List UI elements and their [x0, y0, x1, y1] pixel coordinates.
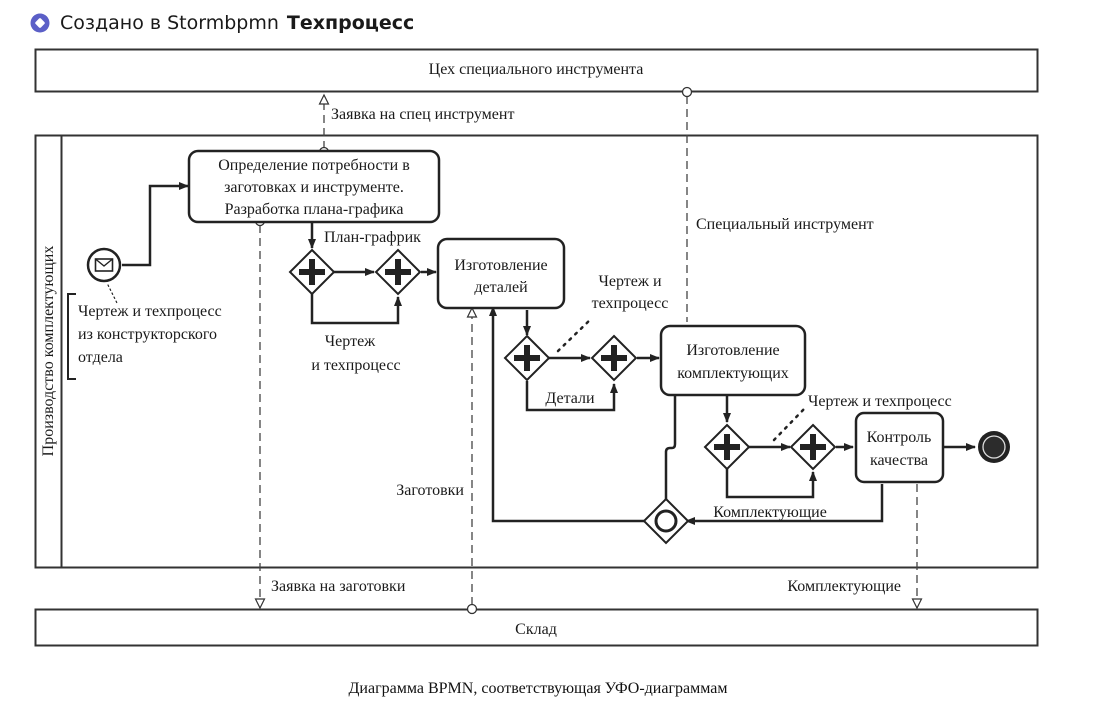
- task-plan-definition[interactable]: Определение потребности в заготовках и и…: [187, 149, 441, 224]
- pool-label-main: Производство комплектующих: [40, 246, 57, 457]
- pool-label-top: Цех специального инструмента: [429, 61, 644, 78]
- plus-icon: [800, 434, 826, 460]
- task-plan-line-3: Разработка плана-графика: [225, 201, 404, 218]
- associations: [107, 284, 807, 442]
- circle-icon: [654, 509, 678, 533]
- task-details-manufacturing[interactable]: Изготовление деталей: [436, 237, 566, 310]
- label-special-tool: Специальный инструмент: [696, 216, 874, 233]
- brand-text: Создано в Stormbpmn: [60, 12, 279, 34]
- plus-icon: [514, 345, 540, 371]
- annotation-line-1: Чертеж и техпроцесс: [78, 303, 222, 320]
- end-event[interactable]: [978, 431, 1010, 463]
- label-details: Детали: [545, 390, 595, 407]
- label-components-flow: Комплектующие: [713, 504, 827, 521]
- task-components-manufacturing[interactable]: Изготовление комплектующих: [659, 324, 807, 397]
- plus-icon: [601, 345, 627, 371]
- stormbpmn-logo-icon: [30, 13, 50, 33]
- task-quality-line-2: качества: [870, 452, 928, 469]
- pool-special-tool-shop[interactable]: Цех специального инструмента: [34, 48, 1039, 93]
- parallel-gateway[interactable]: [288, 248, 336, 296]
- flow-labels: План-графрик Чертеж и техпроцесс Чертеж …: [271, 106, 952, 595]
- label-drawing-1b: и техпроцесс: [311, 357, 400, 374]
- parallel-gateway[interactable]: [503, 334, 551, 382]
- label-drawing-2b: техпроцесс: [592, 295, 669, 312]
- label-plan-schedule: План-графрик: [324, 229, 421, 246]
- pool-warehouse[interactable]: Склад: [34, 608, 1039, 647]
- plus-icon: [299, 259, 325, 285]
- plus-icon: [714, 434, 740, 460]
- parallel-gateways: [288, 248, 837, 471]
- task-plan-line-2: заготовках и инструменте.: [224, 179, 404, 196]
- page-title[interactable]: Техпроцесс: [286, 12, 415, 34]
- task-components-line-1: Изготовление: [686, 342, 779, 359]
- label-drawing-2a: Чертеж и: [599, 273, 662, 290]
- sequence-flows: [122, 182, 976, 525]
- task-details-line-2: деталей: [474, 279, 528, 296]
- start-message-event[interactable]: [86, 247, 122, 283]
- task-quality-control[interactable]: Контроль качества: [854, 411, 945, 484]
- task-quality-line-1: Контроль: [867, 429, 932, 446]
- label-drawing-3: Чертеж и техпроцесс: [808, 393, 952, 410]
- parallel-gateway[interactable]: [374, 248, 422, 296]
- label-components-to-warehouse: Комплектующие: [787, 578, 901, 595]
- inclusive-gateway[interactable]: [642, 497, 690, 545]
- task-plan-line-1: Определение потребности в: [218, 157, 410, 174]
- annotation-line-2: из конструкторского: [78, 326, 217, 343]
- label-request-special-tool: Заявка на спец инструмент: [331, 106, 514, 123]
- label-blanks: Заготовки: [396, 482, 464, 499]
- task-details-line-1: Изготовление: [454, 257, 547, 274]
- figure-caption: Диаграмма BPMN, соответствующая УФО-диаг…: [348, 680, 728, 697]
- message-flows: [254, 93, 923, 610]
- header: Создано в Stormbpmn Техпроцесс: [30, 10, 414, 36]
- task-components-line-2: комплектующих: [677, 365, 789, 382]
- parallel-gateway[interactable]: [590, 334, 638, 382]
- parallel-gateway[interactable]: [703, 423, 751, 471]
- label-request-blanks: Заявка на заготовки: [271, 578, 406, 595]
- plus-icon: [385, 259, 411, 285]
- parallel-gateway[interactable]: [789, 423, 837, 471]
- pool-label-bottom: Склад: [515, 621, 557, 638]
- annotation-line-3: отдела: [78, 349, 123, 366]
- label-drawing-1a: Чертеж: [325, 333, 376, 350]
- text-annotation[interactable]: Чертеж и техпроцесс из конструкторского …: [67, 293, 222, 380]
